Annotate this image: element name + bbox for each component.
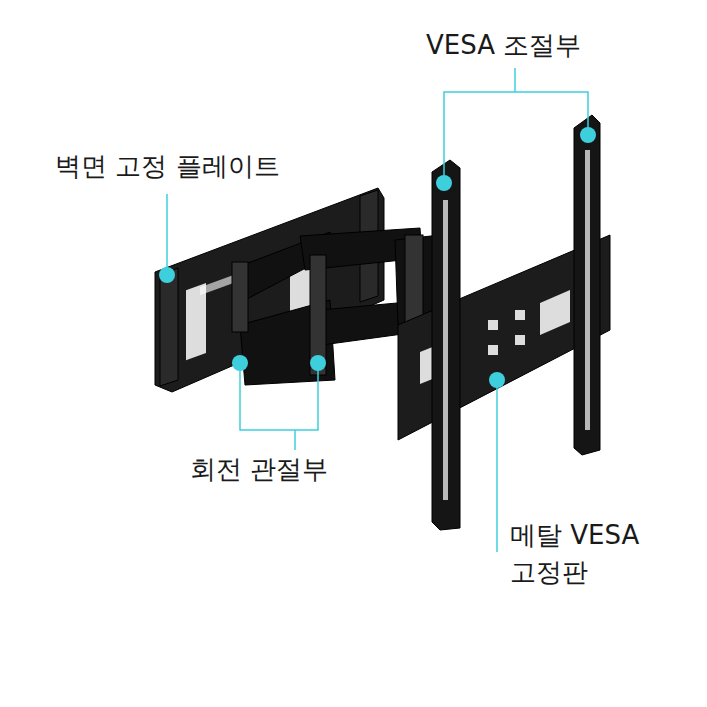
part-label: VESA 조절부 bbox=[426, 27, 581, 64]
part-label: 회전 관절부 bbox=[190, 451, 328, 488]
part-label: 벽면 고정 플레이트 bbox=[55, 148, 280, 185]
part-label: 메탈 VESA 고정판 bbox=[510, 517, 660, 591]
